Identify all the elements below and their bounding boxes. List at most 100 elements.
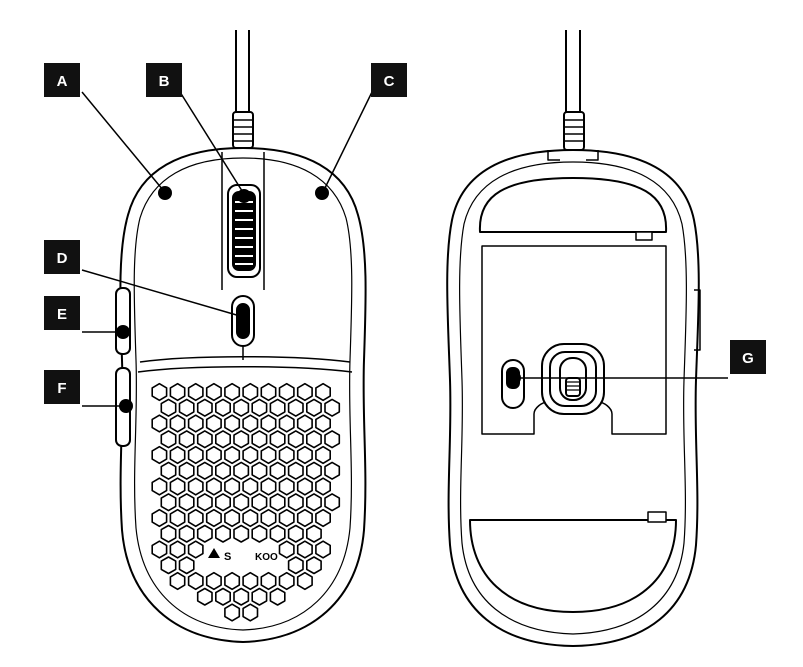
hex-cell	[215, 587, 231, 606]
hex-cell	[305, 524, 322, 543]
leader-c	[323, 91, 373, 191]
callout-a-letter: A	[57, 73, 68, 90]
hex-cell	[242, 508, 259, 528]
callout-f-letter: F	[57, 380, 66, 397]
hex-cell	[269, 398, 286, 417]
hex-cell	[324, 461, 341, 480]
hex-cell	[242, 571, 259, 591]
hex-cell	[215, 461, 231, 480]
hex-cell	[251, 493, 268, 512]
hex-cell	[224, 603, 241, 622]
hex-cell	[305, 556, 322, 575]
hex-cell	[287, 556, 304, 575]
callout-g: G	[730, 340, 766, 374]
hex-cell	[224, 414, 241, 433]
hex-cell	[260, 508, 277, 528]
hex-cell	[242, 414, 259, 433]
hex-cell	[196, 587, 213, 606]
callout-a: A	[44, 63, 80, 97]
hex-cell	[269, 493, 286, 512]
button-split	[221, 152, 265, 290]
sensor	[541, 343, 605, 415]
hex-cell	[151, 414, 168, 433]
hex-cell	[196, 461, 213, 480]
hex-cell	[296, 477, 313, 496]
hex-cell	[224, 382, 241, 402]
bottom-cable	[563, 30, 585, 151]
target-dot-g	[507, 371, 521, 385]
logo-text-right: KOO	[255, 552, 278, 563]
hex-cell	[205, 571, 222, 591]
hex-cell	[324, 398, 341, 417]
hex-cell	[178, 461, 195, 480]
hex-cell	[224, 571, 241, 591]
hex-cell	[315, 477, 332, 496]
leader-a	[81, 91, 164, 191]
hex-cell	[269, 587, 286, 606]
hex-cell	[178, 430, 195, 449]
hex-cell	[215, 430, 231, 449]
leader-lines	[81, 91, 728, 407]
hex-cell	[260, 382, 277, 402]
hex-cell	[160, 398, 177, 417]
target-dot-c	[315, 186, 329, 200]
hex-cell	[187, 571, 204, 591]
hex-cell	[178, 556, 195, 575]
hex-cell	[215, 524, 231, 543]
top-body-inner	[133, 157, 353, 631]
hex-cell	[169, 414, 186, 433]
hex-cell	[233, 461, 250, 480]
hex-cell	[151, 540, 168, 559]
callout-b-letter: B	[159, 73, 170, 90]
hex-cell	[196, 430, 213, 449]
hex-cell	[187, 508, 204, 528]
mouse-bottom-view	[446, 30, 701, 647]
hex-cell	[178, 493, 195, 512]
side-button-forward[interactable]	[115, 287, 131, 355]
hex-cell	[296, 414, 313, 433]
hex-cell	[224, 445, 241, 465]
hex-cell	[260, 445, 277, 465]
hex-cell	[315, 508, 332, 528]
hex-cell	[287, 461, 304, 480]
hex-cell	[296, 382, 313, 402]
target-dots	[116, 186, 521, 413]
hex-cell	[296, 445, 313, 465]
hex-cell	[205, 414, 222, 433]
logo-text-left: S	[224, 551, 231, 563]
hex-cell	[251, 398, 268, 417]
hex-cell	[233, 493, 250, 512]
hex-cell	[251, 587, 268, 606]
hex-cell	[187, 477, 204, 496]
hex-cell	[305, 398, 322, 417]
callout-d: D	[44, 240, 80, 274]
hex-cell	[151, 477, 168, 496]
hex-cell	[324, 493, 341, 512]
hex-cell	[305, 461, 322, 480]
target-dot-e	[116, 325, 130, 339]
hex-cell	[187, 382, 204, 402]
hex-cell	[233, 430, 250, 449]
hex-cell	[169, 477, 186, 496]
callout-b: B	[146, 63, 182, 97]
hex-cell	[196, 524, 213, 543]
hex-cell	[278, 540, 295, 559]
hex-cell	[160, 556, 177, 575]
hex-cell	[296, 508, 313, 528]
hex-cell	[278, 477, 295, 496]
hex-cell	[305, 493, 322, 512]
hex-cell	[169, 540, 186, 559]
hex-cell	[169, 445, 186, 465]
hex-cell	[151, 445, 168, 465]
hex-cell	[287, 493, 304, 512]
hex-cell	[269, 461, 286, 480]
hex-cell	[296, 571, 313, 591]
callout-g-letter: G	[742, 350, 754, 367]
hex-cell	[278, 382, 295, 402]
hex-cell	[315, 445, 332, 465]
hex-cell	[224, 477, 241, 496]
hex-cell	[242, 477, 259, 496]
hex-cell	[178, 398, 195, 417]
hex-cell	[196, 493, 213, 512]
